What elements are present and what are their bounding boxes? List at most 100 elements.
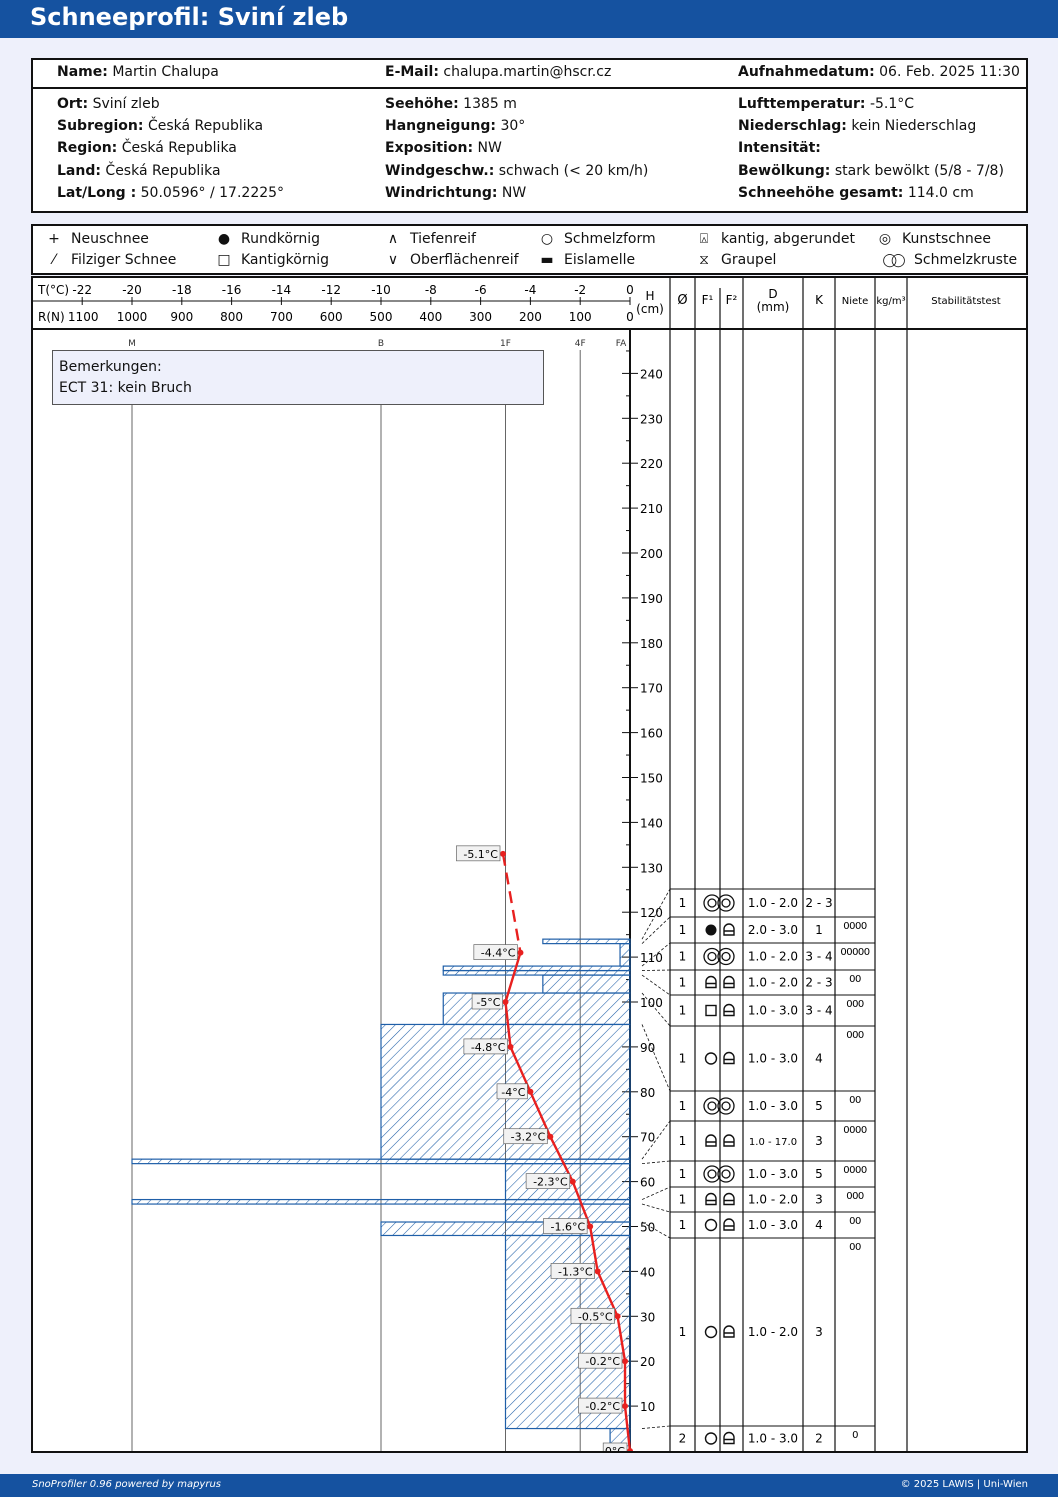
- footer: SnoProfiler 0.96 powered by mapyrus © 20…: [0, 1474, 1058, 1497]
- remarks-text: ECT 31: kein Bruch: [59, 380, 192, 396]
- hardness-layer: [619, 943, 631, 967]
- resistance-tick-label: 200: [519, 310, 542, 324]
- lock-icon: [723, 1003, 735, 1017]
- temperature-label: -2.3°C: [533, 1176, 568, 1189]
- site-land: Land: Česká Republika: [57, 163, 221, 179]
- caret-down-icon: ∨: [387, 252, 399, 268]
- resistance-tick-label: 300: [469, 310, 492, 324]
- height-tick-label: 130: [640, 861, 663, 875]
- col-header-k: K: [815, 293, 824, 307]
- hardness-layer: [131, 1158, 631, 1165]
- site-windrichtung: Windrichtung: NW: [385, 185, 527, 201]
- height-tick-label: 240: [640, 367, 663, 381]
- col-header-d-unit: (mm): [757, 300, 790, 314]
- cell-niete: 000: [846, 1191, 864, 1202]
- temp-axis-label: T(°C): [37, 283, 69, 297]
- info-panel: Name: Martin Chalupa E-Mail: chalupa.mar…: [31, 58, 1028, 213]
- hardness-marker-label: B: [378, 339, 384, 349]
- layer-connector: [641, 1203, 671, 1213]
- temperature-label: -4°C: [501, 1086, 525, 1099]
- height-tick-label: 160: [640, 727, 663, 741]
- height-tick-label: 40: [640, 1265, 655, 1279]
- temperature-point: [517, 949, 524, 956]
- resistance-tick-label: 100: [569, 310, 592, 324]
- cell-d: 1.0 - 3.0: [748, 1432, 798, 1446]
- title-bar: Schneeprofil: Sviní zleb: [0, 0, 1058, 38]
- cell-niete: 000: [846, 1030, 864, 1041]
- temperature-label: -0.5°C: [578, 1310, 613, 1323]
- cell-niete: 00: [849, 1095, 861, 1106]
- legend-label: Schmelzkruste: [914, 252, 1018, 268]
- cell-d: 1.0 - 2.0: [748, 976, 798, 990]
- cell-niete: 0000: [843, 1125, 867, 1136]
- remarks-title: Bemerkungen:: [59, 359, 162, 375]
- temperature-label: -1.3°C: [558, 1265, 593, 1278]
- square-icon: □: [217, 252, 231, 268]
- col-header-f1: F¹: [702, 293, 714, 307]
- col-header-stab: Stabilitätstest: [931, 296, 1001, 307]
- cell-oe: 1: [679, 1004, 687, 1018]
- legend-label: Eislamelle: [564, 252, 636, 268]
- cell-oe: 1: [679, 1134, 687, 1148]
- temperature-label: -3.2°C: [511, 1131, 546, 1144]
- lock-icon: [723, 975, 735, 989]
- remarks-box: Bemerkungen: ECT 31: kein Bruch: [52, 350, 544, 405]
- height-tick-label: 220: [640, 457, 663, 471]
- hardness-marker-label: FA: [616, 339, 627, 349]
- temperature-label-box: [463, 1038, 508, 1055]
- lock-icon: [723, 1431, 735, 1445]
- legend-label: kantig, abgerundet: [721, 231, 855, 247]
- height-tick-label: 80: [640, 1086, 655, 1100]
- temp-tick-label: -2: [574, 283, 586, 297]
- cell-oe: 1: [679, 1052, 687, 1066]
- snow-height-total: Schneehöhe gesamt: 114.0 cm: [738, 185, 974, 201]
- cell-niete: 0000: [843, 1165, 867, 1176]
- legend-item: +Neuschnee: [43, 231, 149, 247]
- temperature-point: [614, 1313, 621, 1320]
- temperature-point: [502, 999, 509, 1005]
- cell-d: 1.0 - 3.0: [748, 1004, 798, 1018]
- temperature-label-box: [471, 993, 503, 1010]
- cell-k: 1: [815, 923, 823, 937]
- cell-niete: 000: [846, 999, 864, 1010]
- height-tick-label: 150: [640, 772, 663, 786]
- resistance-tick-label: 400: [419, 310, 442, 324]
- resistance-tick-label: 900: [170, 310, 193, 324]
- col-header-oe: Ø: [677, 293, 687, 308]
- temperature-label-box: [525, 1173, 571, 1189]
- resistance-tick-label: 700: [270, 310, 293, 324]
- cell-oe: 1: [679, 1193, 687, 1207]
- height-tick-label: 140: [640, 816, 663, 830]
- open-circle-icon: [704, 1325, 718, 1339]
- legend-item: ⍓kantig, abgerundet: [693, 231, 855, 247]
- temperature-line: [504, 952, 632, 1452]
- cell-d: 1.0 - 2.0: [748, 1193, 798, 1207]
- legend-item: ▬ Eislamelle: [536, 252, 635, 268]
- col-header-f2: F²: [726, 293, 738, 307]
- cell-k: 4: [815, 1218, 823, 1232]
- cell-niete: 00: [849, 1216, 861, 1227]
- temp-tick-label: 0: [626, 283, 634, 297]
- height-tick-label: 90: [640, 1041, 655, 1055]
- cell-d: 1.0 - 17.0: [749, 1137, 797, 1148]
- filled-circle-icon: ●: [217, 231, 231, 247]
- layer-connector: [641, 1425, 671, 1429]
- lock-icon: [723, 1134, 735, 1147]
- layer-connector: [641, 974, 671, 996]
- resistance-tick-label: 1000: [117, 310, 148, 324]
- resistance-tick-label: 500: [370, 310, 393, 324]
- temp-tick-label: -22: [72, 283, 92, 297]
- cell-k: 3 - 4: [805, 1004, 832, 1018]
- height-tick-label: 60: [640, 1176, 655, 1190]
- cell-k: 3: [815, 1134, 823, 1148]
- temp-tick-label: -4: [524, 283, 536, 297]
- col-header-density: kg/m³: [876, 296, 905, 307]
- observation-date: Aufnahmedatum: 06. Feb. 2025 11:30: [738, 64, 1020, 80]
- temperature-point: [622, 1358, 629, 1365]
- cell-d: 1.0 - 3.0: [748, 1099, 798, 1113]
- layer-connector: [641, 916, 671, 944]
- height-tick-label: 100: [640, 996, 663, 1010]
- legend-item: ●Rundkörnig: [213, 231, 320, 247]
- bar-icon: ▬: [540, 252, 554, 268]
